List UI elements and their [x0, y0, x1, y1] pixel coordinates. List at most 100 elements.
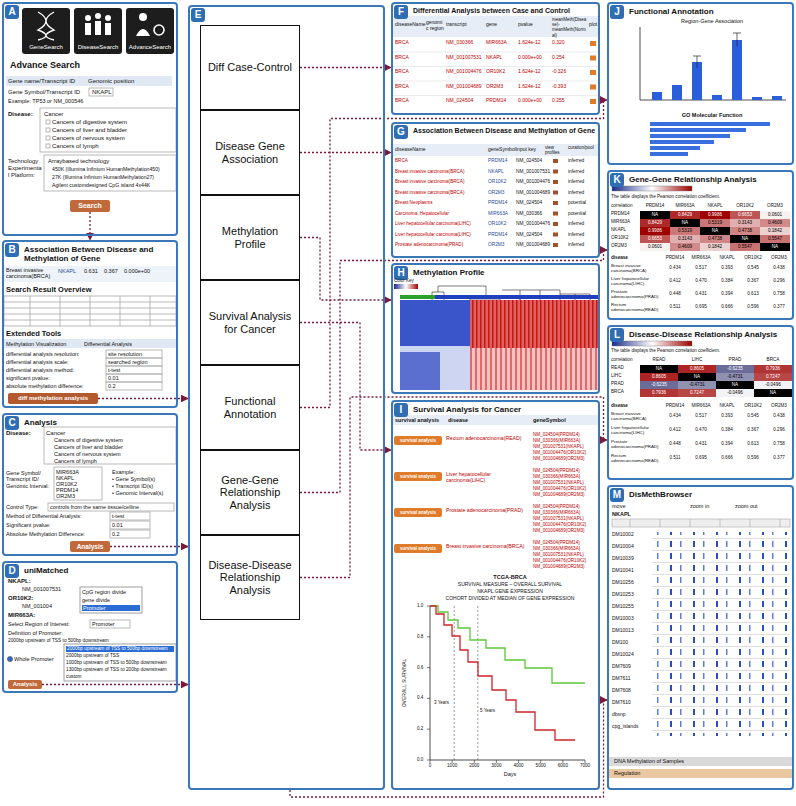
- label: Whole Promoter: [14, 656, 54, 662]
- result-tables: [393, 52, 598, 96]
- label: 0.545: [740, 413, 766, 418]
- connector: [300, 250, 607, 493]
- search-icons: [95, 13, 101, 19]
- label: OR10K2: [740, 403, 766, 408]
- search-icon: GeneSearch: [22, 8, 70, 54]
- label: NM_001007531(NKAPL): [533, 552, 584, 557]
- panel-letter: C: [5, 416, 19, 430]
- label: differential analysis method:: [6, 367, 74, 373]
- label: 0.613: [740, 441, 766, 446]
- label: NM_001004476(OR10K2): [533, 522, 586, 527]
- result-tables: [553, 159, 558, 163]
- result-tables: [393, 415, 598, 425]
- label: NM_030366(MIR663A): [533, 438, 580, 443]
- label: DM7611: [612, 676, 631, 682]
- panel-letter: H: [394, 266, 408, 280]
- label: 5 Years: [480, 708, 495, 713]
- node-text: Analysis: [77, 543, 104, 550]
- label: t-test: [108, 367, 120, 373]
- heat-cell: NA: [700, 227, 730, 235]
- heat-cell: -0.0496: [716, 389, 754, 397]
- bar-charts: [712, 95, 722, 100]
- label: inferred: [568, 158, 584, 164]
- label: MIR663A: [56, 469, 79, 475]
- heat-cell: NA: [670, 219, 700, 227]
- panel-letter: G: [394, 125, 408, 139]
- label: Breast invasive carcinoma(BRCA): [611, 263, 661, 273]
- heat-cell: -0.0496: [754, 381, 792, 389]
- label: Cancer: [46, 430, 65, 437]
- label: 0.470: [688, 278, 714, 283]
- label: NKAPL: [611, 227, 626, 232]
- panel-letter: L: [610, 328, 624, 342]
- label: 0.438: [766, 265, 792, 270]
- label: 0.394: [714, 291, 740, 296]
- panel: BAssociation Between Disease and Methyla…: [2, 240, 178, 408]
- heat-cell: 0.6653: [730, 211, 760, 219]
- label: Promoter: [92, 621, 115, 627]
- label: PRDM14: [488, 158, 507, 164]
- label: NM_024504: [446, 98, 473, 104]
- heat-cell: 0.8429: [640, 219, 670, 227]
- heat-cell: 0.8605: [678, 365, 716, 373]
- label: DM10002: [612, 532, 634, 538]
- label: NM_001007531(NKAPL): [533, 516, 584, 521]
- label: Search Result Overview: [6, 286, 91, 295]
- search-icon: AdvanceSearch: [126, 8, 174, 54]
- label: pvalue: [518, 22, 533, 28]
- label: 1.624e-12: [518, 40, 541, 46]
- label: 0.01: [112, 522, 123, 528]
- label: Cancers of digestive system: [54, 437, 123, 443]
- label: CpG region divide: [82, 589, 140, 595]
- process-box: Survival Analysis for Cancer: [200, 280, 300, 365]
- label: Breast invasive carcinoma(BRCA): [395, 179, 464, 184]
- label: 0.613: [740, 291, 766, 296]
- label: 0.384: [714, 278, 740, 283]
- connector: [300, 100, 607, 408]
- bar-charts: [650, 152, 688, 156]
- node-text: survival analysis: [400, 546, 436, 551]
- process-box: Disease Gene Association: [200, 110, 300, 195]
- node-text: AdvanceSearch: [126, 44, 174, 51]
- label: gene: [486, 22, 497, 28]
- label: 0.000e+00: [124, 268, 150, 274]
- genome-browser: [609, 769, 792, 778]
- result-tables: [553, 180, 558, 184]
- label: DM7608: [612, 688, 631, 694]
- label: LIHC: [678, 357, 716, 362]
- node-text: survival analysis: [400, 510, 436, 515]
- button: Search: [70, 200, 110, 212]
- label: Gene name/Transcript ID: [8, 78, 75, 85]
- heat-cell: 0.5319: [670, 227, 700, 235]
- label: 0.434: [662, 265, 688, 270]
- label: BRCA: [395, 55, 409, 61]
- label: 2000bp upstream of TSS: [66, 653, 174, 659]
- heat-cell: 0.8605: [640, 373, 678, 381]
- label: Breast invasive carcinoma(BRCA): [395, 190, 464, 195]
- label: TCGA-BRCA: [493, 574, 526, 580]
- label: Disease:: [8, 111, 33, 118]
- heat-cell: 0.7936: [754, 365, 792, 373]
- label: NM_001007531(NKAPL): [533, 480, 584, 485]
- label: The table displays the Pearson correlati…: [611, 194, 720, 199]
- label: NKAPL: [700, 203, 730, 208]
- label: searched region: [108, 359, 147, 365]
- node-text: Survival Analysis for Cancer: [205, 310, 295, 335]
- search-icons: [95, 21, 101, 35]
- heat-cell: 0.8429: [670, 211, 700, 219]
- panel-letter: I: [394, 403, 408, 417]
- label: disease: [448, 417, 468, 423]
- label: inferred: [568, 169, 584, 175]
- label: 0.431: [688, 441, 714, 446]
- label: NM_001007531: [516, 169, 550, 175]
- search-icon: DiseaseSearch: [74, 8, 122, 54]
- form-fields: [46, 128, 50, 132]
- result-tables: [590, 41, 596, 46]
- label: 0.631: [84, 268, 98, 274]
- label: 0.8: [417, 634, 423, 639]
- form-fields: [110, 512, 150, 520]
- label: Differential Analysis: [84, 341, 132, 347]
- panel-letter: J: [610, 5, 624, 19]
- survival-plot: [430, 606, 585, 683]
- label: OR10K2: [488, 221, 506, 227]
